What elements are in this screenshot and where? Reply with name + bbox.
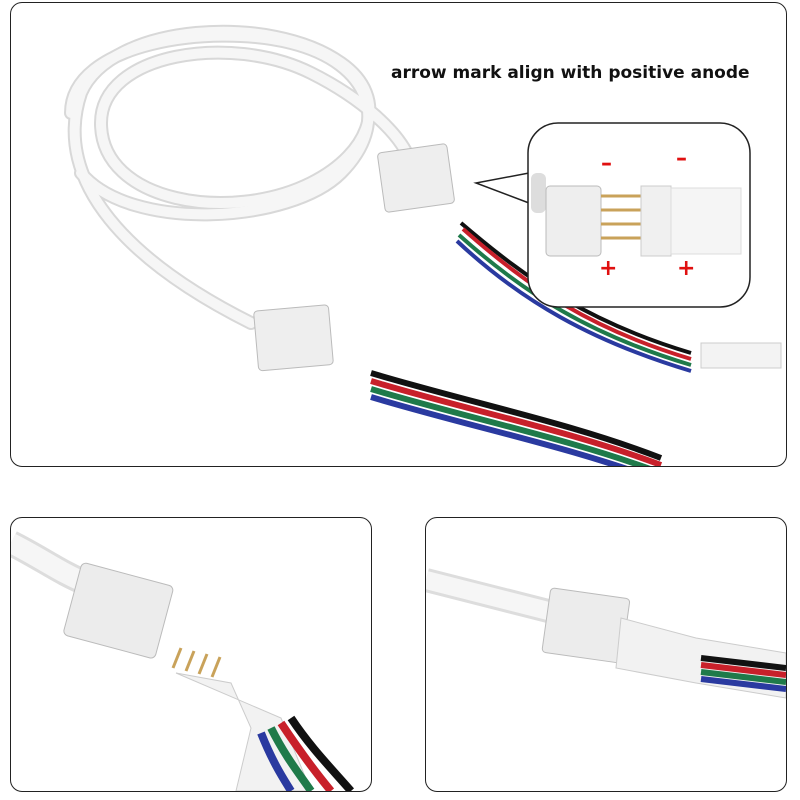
caption-text: arrow mark align with positive anode — [391, 63, 750, 83]
cable-coil-illustration — [64, 24, 782, 466]
minus-mark-right: – — [676, 146, 687, 171]
plus-mark-left: + — [599, 256, 618, 281]
top-panel: arrow mark align with positive anode – –… — [10, 2, 787, 467]
connector-plugged-illustration — [426, 568, 786, 699]
minus-mark-left: – — [601, 151, 612, 176]
bottom-right-panel — [425, 517, 787, 792]
plus-mark-right: + — [677, 256, 696, 281]
connector-unplugged-illustration — [11, 531, 355, 791]
bottom-left-panel — [10, 517, 372, 792]
